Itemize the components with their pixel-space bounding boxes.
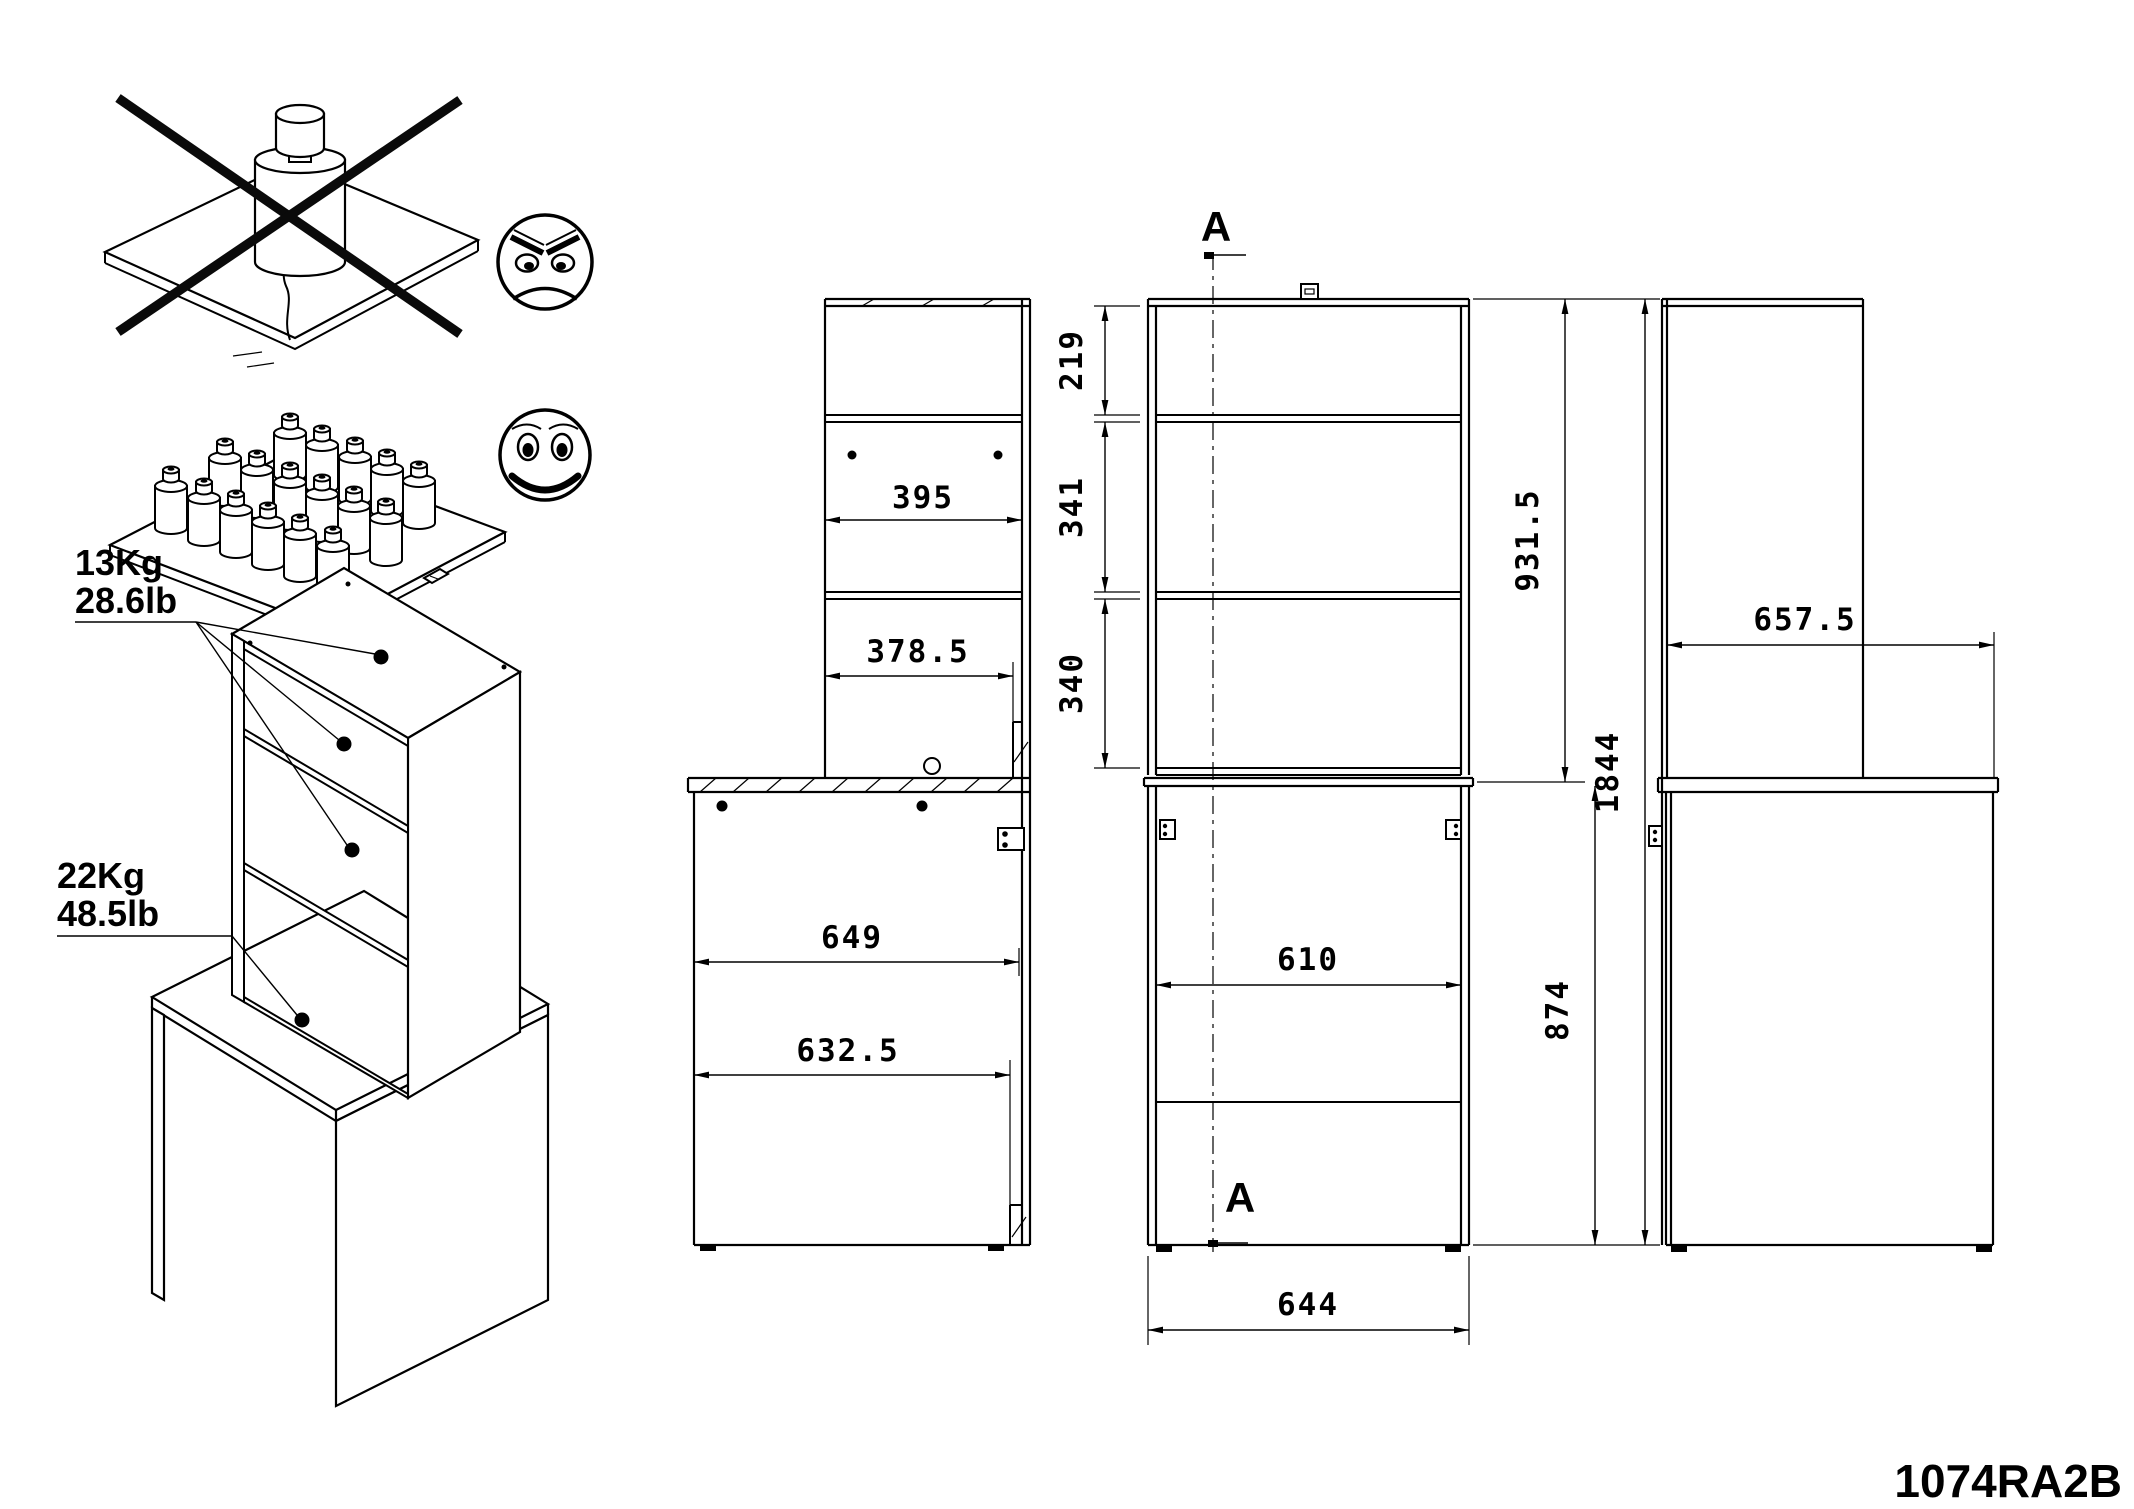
dim-side-desk-depth: 649 [821, 920, 883, 956]
cable-hole [923, 757, 941, 775]
iso-wall-bracket [422, 567, 450, 585]
iso-shelf-1 [243, 727, 409, 835]
angry-face-icon [496, 213, 594, 311]
dim-front-inner-width: 610 [1277, 942, 1339, 978]
iso-shelf-2 [243, 861, 409, 969]
dim-side-lower-depth: 378.5 [866, 634, 969, 670]
iso-desk-left-leg [150, 1006, 166, 1302]
section-mark-top: A [1201, 203, 1231, 250]
dim-front-total-width: 644 [1277, 1287, 1339, 1323]
no-point-load-illustration [102, 94, 481, 368]
side-desk-top [686, 776, 1030, 794]
desk-load-lb-label: 48.5lb [57, 893, 159, 934]
right-view: 657.5 [1648, 297, 2000, 1252]
iso-cabinet-side-panel [406, 670, 522, 1100]
dim-front-middle-opening: 341 [1054, 476, 1090, 538]
dim-front-desk-height: 874 [1540, 979, 1576, 1041]
section-mark-bottom: A [1225, 1174, 1255, 1221]
section-line-a-a: A A [1201, 203, 1255, 1252]
dim-front-upper-height: 931.5 [1510, 488, 1546, 591]
part-number: 1074RA2B [1894, 1455, 2122, 1507]
right-cam-bracket [1648, 825, 1663, 847]
load-labels: 13Kg 28.6lb 22Kg 48.5lb [57, 542, 376, 1016]
front-view: A A 610 644 219 341 340 [1054, 203, 1660, 1345]
shelf-load-lb-label: 28.6lb [75, 580, 177, 621]
iso-cabinet-bottom [243, 995, 409, 1100]
iso-upper-cabinet [229, 566, 523, 1100]
prohibition-cross-icon [115, 94, 463, 338]
side-view: 395 378.5 [686, 297, 1032, 1251]
side-cam-bracket [997, 827, 1025, 851]
front-hinge-bracket-left [1159, 819, 1176, 840]
dim-right-total-depth: 657.5 [1753, 602, 1856, 638]
happy-face-icon [498, 408, 592, 502]
front-right-dimensions: 931.5 1844 874 [1473, 298, 1660, 1246]
dim-front-lower-opening: 340 [1054, 652, 1090, 714]
front-left-dimension-chain: 219 341 340 [1054, 305, 1140, 769]
dim-front-top-opening: 219 [1054, 329, 1090, 391]
front-wall-bracket [1300, 283, 1319, 300]
shelf-load-kg-label: 13Kg [75, 542, 163, 583]
dim-side-shelf-depth: 395 [892, 480, 954, 516]
front-hinge-bracket-right [1445, 819, 1462, 840]
isometric-view: 13Kg 28.6lb 22Kg 48.5lb [57, 542, 551, 1408]
desk-load-kg-label: 22Kg [57, 855, 145, 896]
load-point-dots [294, 649, 389, 1028]
dim-side-desk-inner-depth: 632.5 [796, 1033, 899, 1069]
